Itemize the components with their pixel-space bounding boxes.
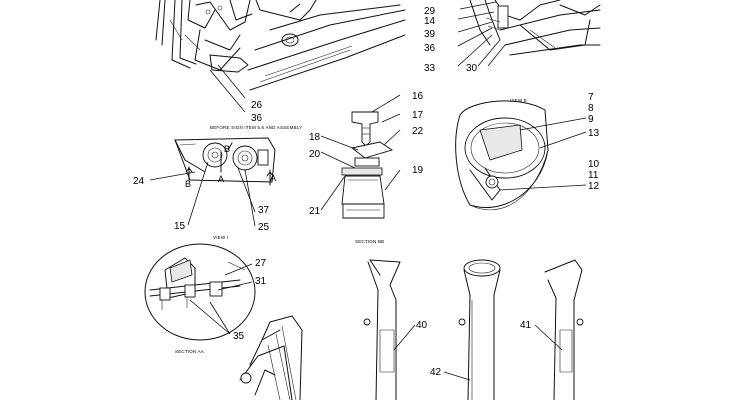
callout-numbers: 26 36 29 14 39 36 33 30 16 17 18 22 20 1… bbox=[133, 6, 600, 378]
callout-31: 31 bbox=[255, 276, 267, 287]
callout-26: 26 bbox=[251, 100, 263, 111]
callout-29: 29 bbox=[424, 6, 436, 17]
callout-36-top: 36 bbox=[251, 113, 263, 124]
callout-24: 24 bbox=[133, 176, 145, 187]
callout-13: 13 bbox=[588, 128, 600, 139]
callout-42: 42 bbox=[430, 367, 442, 378]
callout-35: 35 bbox=[233, 331, 245, 342]
callout-20: 20 bbox=[309, 149, 321, 160]
cab-interior-top-right bbox=[457, 0, 601, 67]
callout-18: 18 bbox=[309, 132, 321, 143]
view-e-caption: VIEW E bbox=[510, 98, 527, 103]
callout-14: 14 bbox=[424, 16, 436, 27]
callout-21: 21 bbox=[309, 206, 321, 217]
section-aa-caption: SECTION AA bbox=[175, 349, 204, 354]
callout-17: 17 bbox=[412, 110, 424, 121]
callout-7: 7 bbox=[588, 92, 594, 103]
callout-9: 9 bbox=[588, 114, 594, 125]
callout-10: 10 bbox=[588, 159, 600, 170]
section-letter-b-bottom: B bbox=[185, 179, 191, 189]
callout-39: 39 bbox=[424, 29, 436, 40]
duct-assemblies: SECTION BB bbox=[355, 239, 584, 400]
callout-16: 16 bbox=[412, 91, 424, 102]
switch-panel-view: BEFORE SIGN ITEM 5,5 AND ASSEMBLY B B A … bbox=[149, 125, 302, 227]
callout-41: 41 bbox=[520, 320, 532, 331]
section-letter-b-top: B bbox=[224, 144, 230, 154]
section-letter-a-bottom: A bbox=[218, 174, 224, 184]
callout-36-right: 36 bbox=[424, 43, 436, 54]
callout-33: 33 bbox=[424, 63, 436, 74]
view-i-caption: VIEW I bbox=[213, 235, 228, 240]
callout-25: 25 bbox=[258, 222, 270, 233]
section-bb-caption: SECTION BB bbox=[355, 239, 384, 244]
callout-19: 19 bbox=[412, 165, 424, 176]
callout-22: 22 bbox=[412, 126, 424, 137]
seat-frame bbox=[239, 315, 303, 400]
callout-40: 40 bbox=[416, 320, 428, 331]
callout-30: 30 bbox=[466, 63, 478, 74]
callout-27: 27 bbox=[255, 258, 267, 269]
bracket-view-i: VIEW I SECTION AA bbox=[144, 235, 256, 354]
before-sign-caption: BEFORE SIGN ITEM 5,5 AND ASSEMBLY bbox=[210, 125, 302, 130]
ignition-switch-assembly bbox=[320, 94, 401, 219]
callout-11: 11 bbox=[588, 170, 599, 181]
cab-interior-top-left bbox=[155, 0, 406, 113]
callout-37: 37 bbox=[258, 205, 270, 216]
section-letter-a-top: A bbox=[270, 173, 276, 183]
callout-12: 12 bbox=[588, 181, 600, 192]
callout-15: 15 bbox=[174, 221, 186, 232]
callout-8: 8 bbox=[588, 103, 594, 114]
cup-holder-view-e: VIEW E bbox=[455, 98, 587, 211]
